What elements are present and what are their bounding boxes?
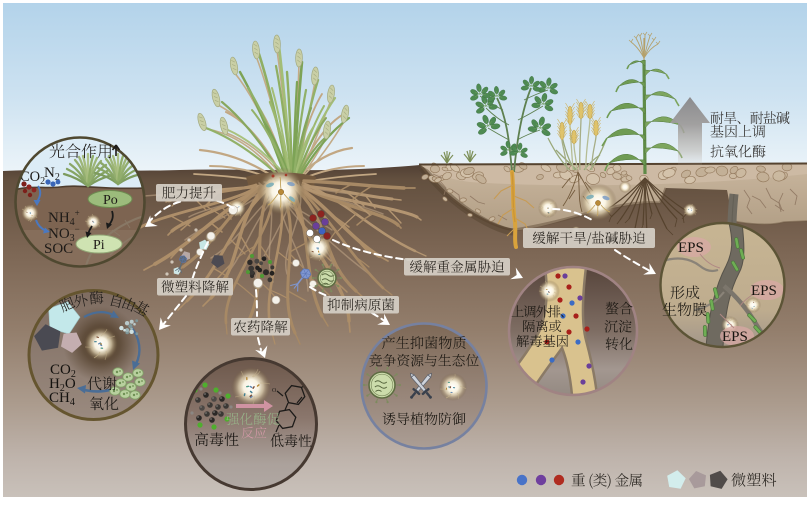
svg-text:CH4: CH4 [49,390,75,408]
svg-text:Pi: Pi [93,238,105,253]
svg-text:O: O [272,388,277,394]
svg-text:Po: Po [103,193,118,208]
svg-text:SOC: SOC [44,241,73,257]
svg-text:EPS: EPS [751,283,777,299]
svg-text:Cl: Cl [274,433,280,439]
svg-text:EPS: EPS [722,329,748,345]
svg-text:CO2: CO2 [50,362,76,380]
svg-text:CO2: CO2 [20,169,45,187]
svg-text:EPS: EPS [678,240,704,256]
svg-text:H2O: H2O [49,376,76,394]
